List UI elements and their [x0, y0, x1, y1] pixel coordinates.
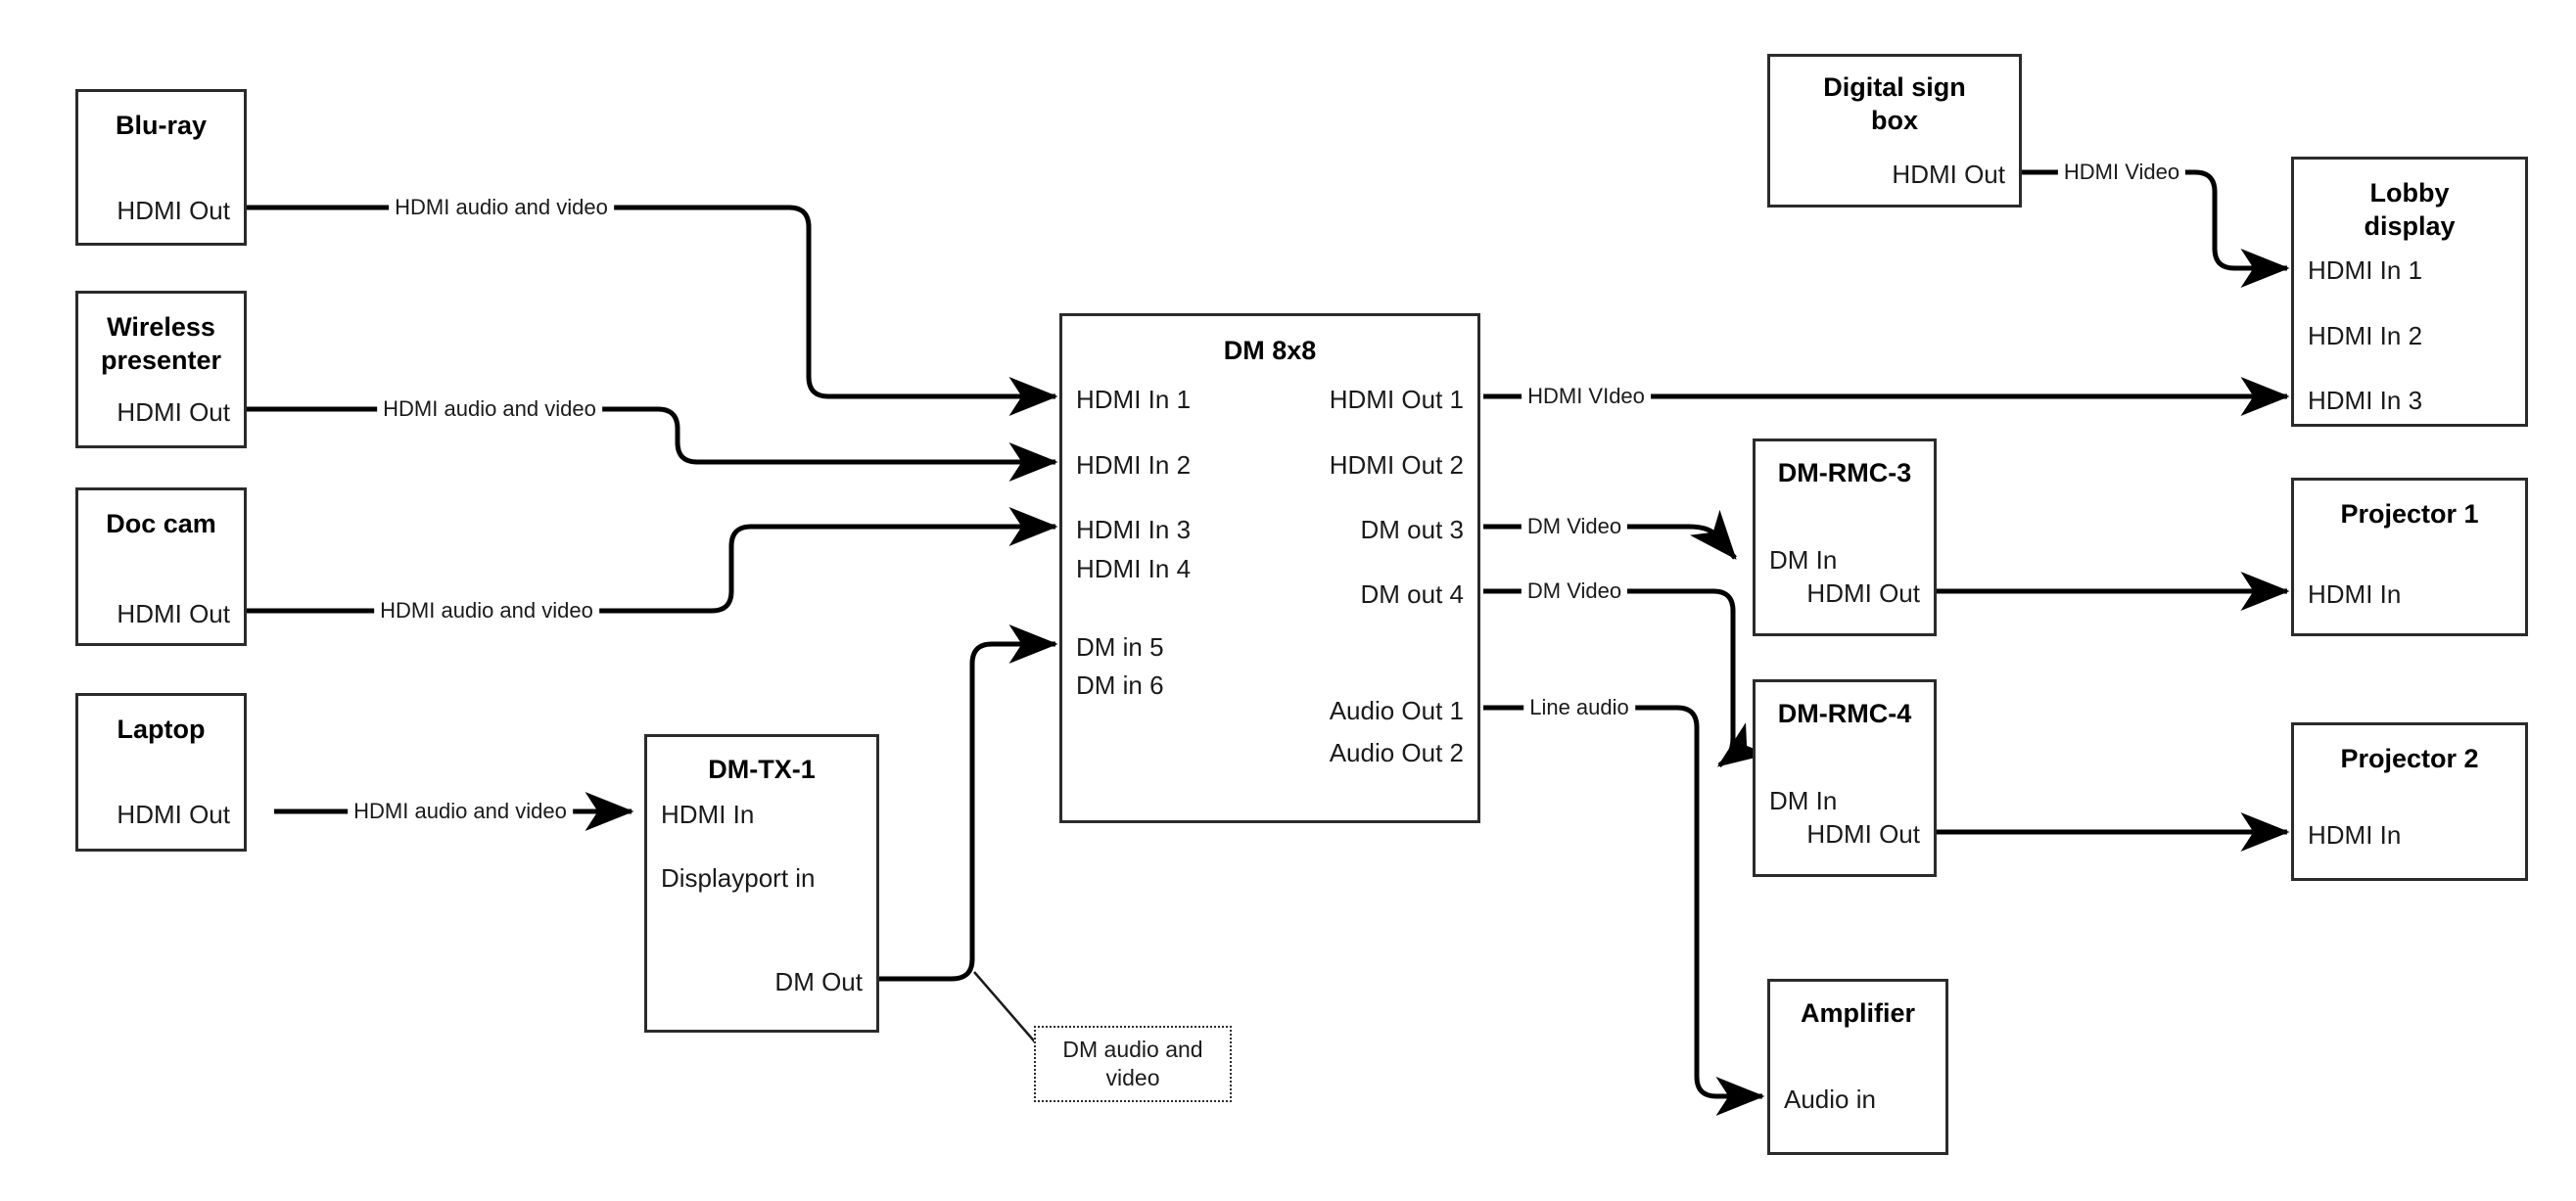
wire-dm8x8-dmout3-to-dmrmc3 [1483, 509, 1737, 560]
callout-dm-audio-and-video: DM audio and video [1034, 1026, 1232, 1102]
node-laptop[interactable]: Laptop HDMI Out [75, 693, 247, 852]
node-digital-sign-box[interactable]: Digital sign box HDMI Out [1767, 54, 2022, 208]
wire-dmtx1-to-dm8x8 [878, 624, 1058, 982]
port-dm8x8-dm-out-3[interactable]: DM out 3 [1360, 515, 1465, 544]
wire-doccam-to-dm8x8 [247, 507, 1058, 614]
node-projector-1-title: Projector 1 [2340, 499, 2479, 529]
port-dmrmc4-dm-in[interactable]: DM In [1769, 786, 1838, 815]
port-dm8x8-hdmi-in-1[interactable]: HDMI In 1 [1076, 385, 1192, 414]
wire-dm8x8-audioout1-to-amp [1483, 705, 1765, 1116]
node-lobby-display[interactable]: Lobby display HDMI In 1 HDMI In 2 HDMI I… [2291, 157, 2528, 427]
port-dm8x8-dm-in-6[interactable]: DM in 6 [1076, 670, 1164, 700]
node-dm-rmc-3[interactable]: DM-RMC-3 DM In HDMI Out [1753, 439, 1937, 636]
port-dm8x8-hdmi-out-2[interactable]: HDMI Out 2 [1329, 450, 1464, 480]
port-dm8x8-hdmi-in-2[interactable]: HDMI In 2 [1076, 450, 1192, 480]
node-projector-1[interactable]: Projector 1 HDMI In [2291, 478, 2528, 636]
node-lobby-display-title: Lobby display [2364, 178, 2456, 241]
wire-dm8x8-dmout4-to-dmrmc4 [1483, 588, 1769, 768]
node-doc-cam[interactable]: Doc cam HDMI Out [75, 487, 247, 646]
node-projector-2-title: Projector 2 [2340, 744, 2479, 773]
node-dm-8x8-title: DM 8x8 [1223, 336, 1317, 365]
wire-label-dm-video-4: DM Video [1521, 578, 1628, 604]
port-dm8x8-audio-out-2[interactable]: Audio Out 2 [1329, 738, 1464, 767]
port-laptop-hdmi-out[interactable]: HDMI Out [117, 800, 230, 829]
wire-label-dm-video-3: DM Video [1521, 514, 1628, 539]
wire-wireless-to-dm8x8 [247, 406, 1058, 482]
wire-label-wireless: HDMI audio and video [377, 396, 602, 422]
port-dmtx1-hdmi-in[interactable]: HDMI In [661, 800, 755, 829]
node-digital-sign-box-title: Digital sign box [1823, 72, 1966, 135]
port-bluray-hdmi-out[interactable]: HDMI Out [117, 196, 230, 225]
port-dm8x8-hdmi-in-4[interactable]: HDMI In 4 [1076, 554, 1192, 583]
port-lobby-hdmi-in-1[interactable]: HDMI In 1 [2308, 255, 2423, 285]
node-dm-tx-1[interactable]: DM-TX-1 HDMI In Displayport in DM Out [644, 734, 879, 1033]
node-dm-rmc-4[interactable]: DM-RMC-4 DM In HDMI Out [1753, 679, 1937, 877]
wire-label-hdmi-video-out1: HDMI VIdeo [1522, 384, 1651, 409]
node-wireless-presenter-title: Wireless presenter [100, 312, 222, 375]
node-laptop-title: Laptop [117, 715, 206, 744]
wire-label-bluray: HDMI audio and video [389, 195, 614, 220]
port-dm8x8-dm-in-5[interactable]: DM in 5 [1076, 632, 1164, 662]
port-dmrmc4-hdmi-out[interactable]: HDMI Out [1806, 819, 1920, 849]
wire-label-hdmi-video-sign: HDMI Video [2057, 160, 2186, 185]
port-lobby-hdmi-in-3[interactable]: HDMI In 3 [2308, 386, 2423, 415]
wire-label-doccam: HDMI audio and video [374, 598, 599, 624]
node-amplifier-title: Amplifier [1800, 998, 1916, 1028]
node-dm-8x8[interactable]: DM 8x8 HDMI In 1 HDMI In 2 HDMI In 3 HDM… [1059, 313, 1480, 823]
wire-signbox-to-lobby [2022, 169, 2290, 288]
port-dmtx1-dm-out[interactable]: DM Out [774, 967, 863, 996]
port-proj1-hdmi-in[interactable]: HDMI In [2308, 579, 2402, 609]
leader-line-dm-callout [973, 971, 1039, 1046]
port-dmrmc3-hdmi-out[interactable]: HDMI Out [1806, 578, 1920, 608]
port-amp-audio-in[interactable]: Audio in [1784, 1085, 1876, 1114]
port-dm8x8-dm-out-4[interactable]: DM out 4 [1360, 579, 1465, 609]
port-dmtx1-displayport-in[interactable]: Displayport in [661, 863, 816, 893]
port-dmrmc3-dm-in[interactable]: DM In [1769, 545, 1838, 575]
wire-label-line-audio: Line audio [1523, 695, 1635, 720]
port-doccam-hdmi-out[interactable]: HDMI Out [117, 599, 230, 628]
port-dm8x8-hdmi-out-1[interactable]: HDMI Out 1 [1329, 385, 1464, 414]
node-dm-tx-1-title: DM-TX-1 [708, 755, 816, 784]
node-dm-rmc-4-title: DM-RMC-4 [1777, 699, 1912, 728]
port-dm8x8-audio-out-1[interactable]: Audio Out 1 [1329, 696, 1464, 725]
port-proj2-hdmi-in[interactable]: HDMI In [2308, 820, 2402, 850]
node-amplifier[interactable]: Amplifier Audio in [1767, 979, 1948, 1155]
node-bluray-title: Blu-ray [115, 111, 208, 140]
node-dm-rmc-3-title: DM-RMC-3 [1777, 458, 1912, 487]
node-projector-2[interactable]: Projector 2 HDMI In [2291, 722, 2528, 881]
wire-bluray-to-dm8x8 [247, 205, 1058, 416]
port-dm8x8-hdmi-in-3[interactable]: HDMI In 3 [1076, 515, 1192, 544]
node-wireless-presenter[interactable]: Wireless presenter HDMI Out [75, 291, 247, 448]
port-signbox-hdmi-out[interactable]: HDMI Out [1892, 160, 2005, 189]
port-wireless-hdmi-out[interactable]: HDMI Out [117, 397, 230, 427]
node-doc-cam-title: Doc cam [106, 509, 216, 538]
port-lobby-hdmi-in-2[interactable]: HDMI In 2 [2308, 321, 2423, 350]
wire-label-laptop: HDMI audio and video [348, 799, 573, 824]
node-bluray[interactable]: Blu-ray HDMI Out [75, 89, 247, 246]
